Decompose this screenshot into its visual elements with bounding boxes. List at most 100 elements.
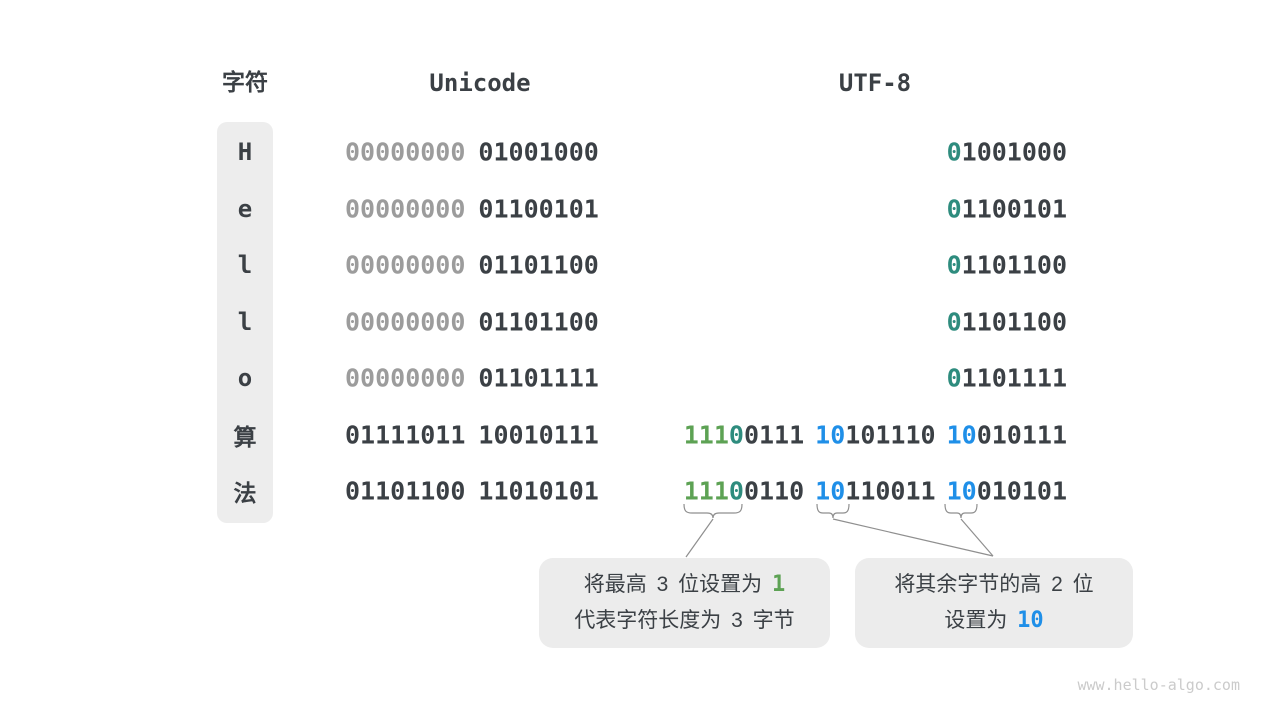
binary-byte: 01101100 — [478, 307, 598, 336]
text-segment: 010111 — [976, 420, 1067, 449]
character-cell: o — [237, 364, 253, 392]
text-segment: 01001000 — [478, 137, 599, 167]
binary-byte: 01101100 — [345, 477, 465, 506]
column-header-character: 字符 — [222, 70, 268, 96]
character-cell: H — [237, 138, 253, 166]
text-segment: 10010111 — [478, 420, 599, 449]
underbrace-cont-byte2-bits — [816, 503, 850, 519]
unicode-binary-cell: 00000000 01101111 — [345, 364, 599, 393]
text-segment: 0110 — [743, 476, 805, 506]
utf8-binary-cell: 01101111 — [947, 364, 1067, 393]
text-segment: 将其余字节的高 2 位 — [894, 573, 1094, 596]
binary-byte: 00000000 — [345, 138, 465, 167]
binary-byte: 01101100 — [947, 251, 1067, 280]
unicode-binary-cell: 00000000 01101100 — [345, 307, 599, 336]
binary-byte: 01100101 — [947, 194, 1067, 223]
text-segment: 00000000 — [345, 137, 466, 167]
text-segment: 1101111 — [961, 363, 1067, 393]
text-segment: 01111011 — [345, 420, 466, 449]
text-segment: 0 — [728, 420, 744, 449]
character-cell: l — [237, 251, 253, 279]
text-segment: 110011 — [845, 476, 936, 506]
text-segment: 10 — [1017, 608, 1044, 633]
text-segment: 00000000 — [345, 194, 466, 223]
binary-byte: 10010111 — [947, 420, 1067, 449]
utf8-binary-cell: 01100101 — [947, 194, 1067, 223]
text-segment: 00000000 — [345, 250, 466, 280]
unicode-binary-cell: 01111011 10010111 — [345, 420, 599, 449]
text-segment: 10 — [815, 420, 846, 449]
underbrace-cont-byte3-bits — [944, 503, 978, 519]
text-segment: 111 — [683, 420, 729, 449]
text-segment: 01101100 — [478, 307, 599, 336]
unicode-binary-cell: 01101100 11010101 — [345, 477, 599, 506]
binary-byte: 01111011 — [345, 420, 465, 449]
text-segment: 0 — [946, 307, 962, 336]
binary-byte: 01100101 — [478, 194, 598, 223]
text-segment: 1001000 — [961, 137, 1067, 167]
text-segment: 0 — [946, 363, 962, 393]
text-segment: 01101111 — [478, 363, 599, 393]
text-segment: 0111 — [743, 420, 805, 449]
callout-header-bits-line1: 将最高 3 位设置为 1 — [584, 567, 785, 603]
binary-byte: 01101100 — [478, 251, 598, 280]
text-segment: 10 — [946, 420, 977, 449]
utf8-binary-cell: 01101100 — [947, 307, 1067, 336]
callout-continuation-bits-line2: 设置为 10 — [944, 603, 1043, 639]
text-segment: 代表字符长度为 3 字节 — [574, 609, 795, 632]
text-segment: 101110 — [845, 420, 936, 449]
unicode-binary-cell: 00000000 01100101 — [345, 194, 599, 223]
character-column-background — [217, 122, 273, 523]
binary-byte: 10101110 — [815, 420, 935, 449]
text-segment: 10 — [946, 476, 977, 506]
binary-byte: 00000000 — [345, 194, 465, 223]
callout-continuation-bits-line1: 将其余字节的高 2 位 — [894, 567, 1093, 603]
leader-line-left — [685, 518, 714, 558]
unicode-binary-cell: 00000000 01101100 — [345, 251, 599, 280]
column-header-utf8: UTF-8 — [838, 69, 912, 97]
binary-byte: 10010111 — [478, 420, 598, 449]
binary-byte: 10110011 — [815, 477, 935, 506]
binary-byte: 11100111 — [684, 420, 804, 449]
callout-continuation-bits: 将其余字节的高 2 位 设置为 10 — [855, 558, 1133, 648]
text-segment: 10 — [815, 476, 846, 506]
binary-byte: 01101111 — [478, 364, 598, 393]
text-segment: 1101100 — [961, 250, 1067, 280]
binary-byte: 01101111 — [947, 364, 1067, 393]
utf8-binary-cell: 01001000 — [947, 138, 1067, 167]
binary-byte: 00000000 — [345, 251, 465, 280]
underbrace-header-bits — [683, 503, 743, 519]
text-segment: 111 — [683, 476, 729, 506]
binary-byte: 01001000 — [947, 138, 1067, 167]
text-segment: 1 — [771, 572, 786, 597]
text-segment: 0 — [946, 250, 962, 280]
leader-line-right — [960, 518, 994, 557]
binary-byte: 11010101 — [478, 477, 598, 506]
binary-byte: 01001000 — [478, 138, 598, 167]
text-segment: 00000000 — [345, 307, 466, 336]
text-segment: 010101 — [976, 476, 1067, 506]
text-segment: 00000000 — [345, 363, 466, 393]
callout-header-bits: 将最高 3 位设置为 1 代表字符长度为 3 字节 — [539, 558, 830, 648]
utf8-binary-cell: 01101100 — [947, 251, 1067, 280]
character-cell: l — [237, 307, 253, 336]
text-segment: 01100101 — [478, 194, 599, 223]
text-segment: 0 — [728, 476, 744, 506]
binary-byte: 00000000 — [345, 364, 465, 393]
column-header-unicode: Unicode — [429, 69, 531, 97]
text-segment: 设置为 — [944, 609, 1018, 632]
character-cell: 法 — [233, 481, 257, 507]
text-segment: 0 — [946, 194, 962, 223]
character-cell: e — [237, 194, 253, 223]
text-segment: 1100101 — [961, 194, 1067, 223]
binary-byte: 00000000 — [345, 307, 465, 336]
text-segment: 11010101 — [478, 476, 599, 506]
binary-byte: 01101100 — [947, 307, 1067, 336]
text-segment: 将最高 3 位设置为 — [583, 573, 772, 596]
watermark: www.hello-algo.com — [1077, 676, 1240, 694]
unicode-binary-cell: 00000000 01001000 — [345, 138, 599, 167]
text-segment: 1101100 — [961, 307, 1067, 336]
